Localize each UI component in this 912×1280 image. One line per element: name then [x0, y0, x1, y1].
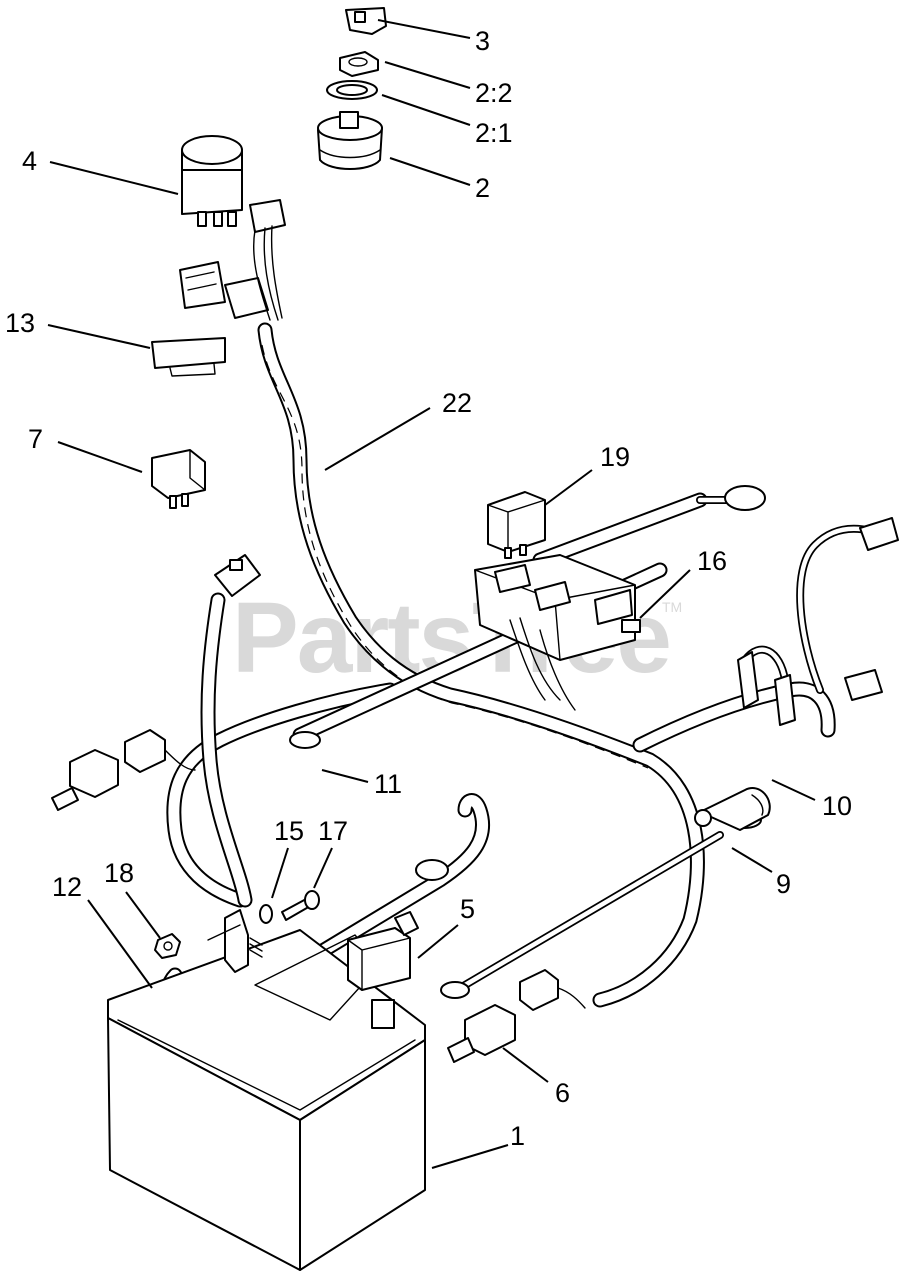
battery: [107, 929, 426, 1271]
callout-6: 6: [555, 1078, 570, 1108]
leader-lines: [47, 19, 816, 1169]
ring-terminal-upper: [724, 485, 766, 511]
callout-16: 16: [697, 546, 727, 576]
watermark-tm: TM: [662, 599, 682, 615]
connectors-right: [737, 517, 899, 726]
screw-16: [621, 619, 641, 633]
callout-13: 13: [5, 308, 35, 338]
ring-terminal-9: [440, 981, 470, 999]
callout-18: 18: [104, 858, 134, 888]
module-7: [151, 449, 206, 509]
connector-lower-right: [519, 969, 586, 1011]
nut-18: [154, 933, 181, 959]
ring-terminal-11: [289, 731, 321, 749]
battery-terminal: [371, 999, 395, 1029]
washer-15: [259, 904, 273, 924]
fuse-block-16: [474, 554, 641, 711]
fuse-holder-13: [151, 337, 226, 377]
ignition-switch-2: [317, 111, 383, 170]
ground-cable-9: [440, 811, 762, 999]
callout-17: 17: [318, 816, 348, 846]
terminal-boot-10: [694, 787, 771, 831]
callout-labels: 3 2:2 2:1 2 4 13 22 7 19 16 11 10 9 15 1…: [5, 26, 852, 1151]
callout-9: 9: [776, 869, 791, 899]
callout-4: 4: [22, 146, 37, 176]
cable-clamp-upper: [415, 859, 449, 881]
callout-5: 5: [460, 894, 475, 924]
connector-left-plug: [51, 729, 196, 811]
plug-6: [447, 1004, 516, 1063]
callout-19: 19: [600, 442, 630, 472]
harness-connectors-top: [179, 199, 286, 321]
nut-2-2: [339, 51, 379, 77]
callout-7: 7: [28, 424, 43, 454]
callout-15: 15: [274, 816, 304, 846]
connector-upper-left: [214, 554, 261, 597]
callout-1: 1: [510, 1121, 525, 1151]
callout-12: 12: [52, 872, 82, 902]
washer-2-1: [326, 80, 378, 100]
callout-10: 10: [822, 791, 852, 821]
bolt-17: [281, 890, 320, 921]
callout-2-1: 2:1: [475, 118, 513, 148]
relay-19: [487, 491, 546, 559]
callout-3: 3: [475, 26, 490, 56]
callout-22: 22: [442, 388, 472, 418]
callout-11: 11: [374, 769, 402, 799]
key-3: [345, 7, 387, 35]
callout-2: 2: [475, 173, 490, 203]
callout-2-2: 2:2: [475, 78, 513, 108]
relay-4: [181, 135, 243, 227]
switch-5: [347, 911, 419, 991]
bracket-12: [207, 909, 263, 973]
